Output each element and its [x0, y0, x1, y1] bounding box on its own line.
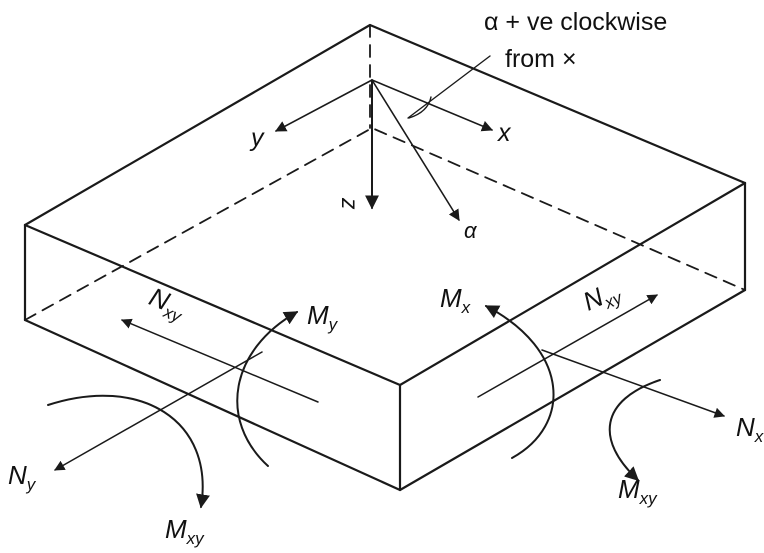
x-axis-label: x — [497, 119, 512, 147]
nx-label: Nx — [736, 412, 764, 446]
mxy-left-label: Mxy — [165, 514, 205, 548]
my-main: M — [307, 300, 329, 330]
mxy-right-main: M — [618, 474, 640, 504]
alpha-angle-arc — [408, 96, 432, 119]
plate-top-front-edges — [23, 181, 747, 387]
mx-sub: x — [461, 298, 471, 317]
plate-bottom-edges — [23, 288, 747, 492]
force-arrows — [54, 294, 725, 471]
alpha-direction-arrow — [371, 79, 460, 221]
mxy-left-moment-arc — [47, 394, 210, 509]
plate-top-back-edges — [23, 23, 747, 227]
nx-sub: x — [754, 427, 764, 446]
nxy-right-label: Nxy — [578, 274, 626, 320]
x-axis-arrow — [371, 79, 494, 132]
annotation-leader-line — [407, 55, 491, 119]
mx-moment-arc — [484, 305, 555, 459]
mx-label: Mx — [440, 283, 471, 317]
my-sub: y — [328, 315, 339, 334]
alpha-label: α — [464, 218, 478, 243]
ny-main: N — [8, 460, 27, 490]
nxy-right-arrow — [477, 294, 658, 398]
mxy-left-main: M — [165, 514, 187, 544]
annotation-line-1: α + ve clockwise — [484, 8, 667, 36]
moment-arcs — [47, 305, 661, 509]
mxy-right-sub: xy — [639, 489, 659, 508]
nxy-left-label: Nxy — [144, 281, 191, 326]
ny-label: Ny — [8, 460, 37, 494]
y-axis-arrow — [275, 79, 373, 132]
ny-arrow — [54, 351, 263, 471]
plate-hidden-edges — [24, 24, 746, 321]
ny-sub: y — [26, 475, 37, 494]
mxy-right-label: Mxy — [618, 474, 658, 508]
plate-outline — [23, 23, 747, 492]
hidden-midplane-edges — [24, 127, 746, 321]
nx-arrow — [541, 349, 725, 418]
axes — [275, 55, 494, 221]
z-axis-label: z — [337, 197, 363, 210]
mxy-right-moment-arc — [608, 379, 661, 481]
mxy-left-sub: xy — [186, 529, 206, 548]
nxy-left-arrow — [121, 318, 319, 403]
mx-main: M — [440, 283, 462, 313]
my-moment-arc — [236, 311, 299, 467]
nx-main: N — [736, 412, 755, 442]
annotation-line-2: from × — [505, 45, 577, 73]
my-label: My — [307, 300, 339, 334]
y-axis-label: y — [249, 124, 265, 152]
